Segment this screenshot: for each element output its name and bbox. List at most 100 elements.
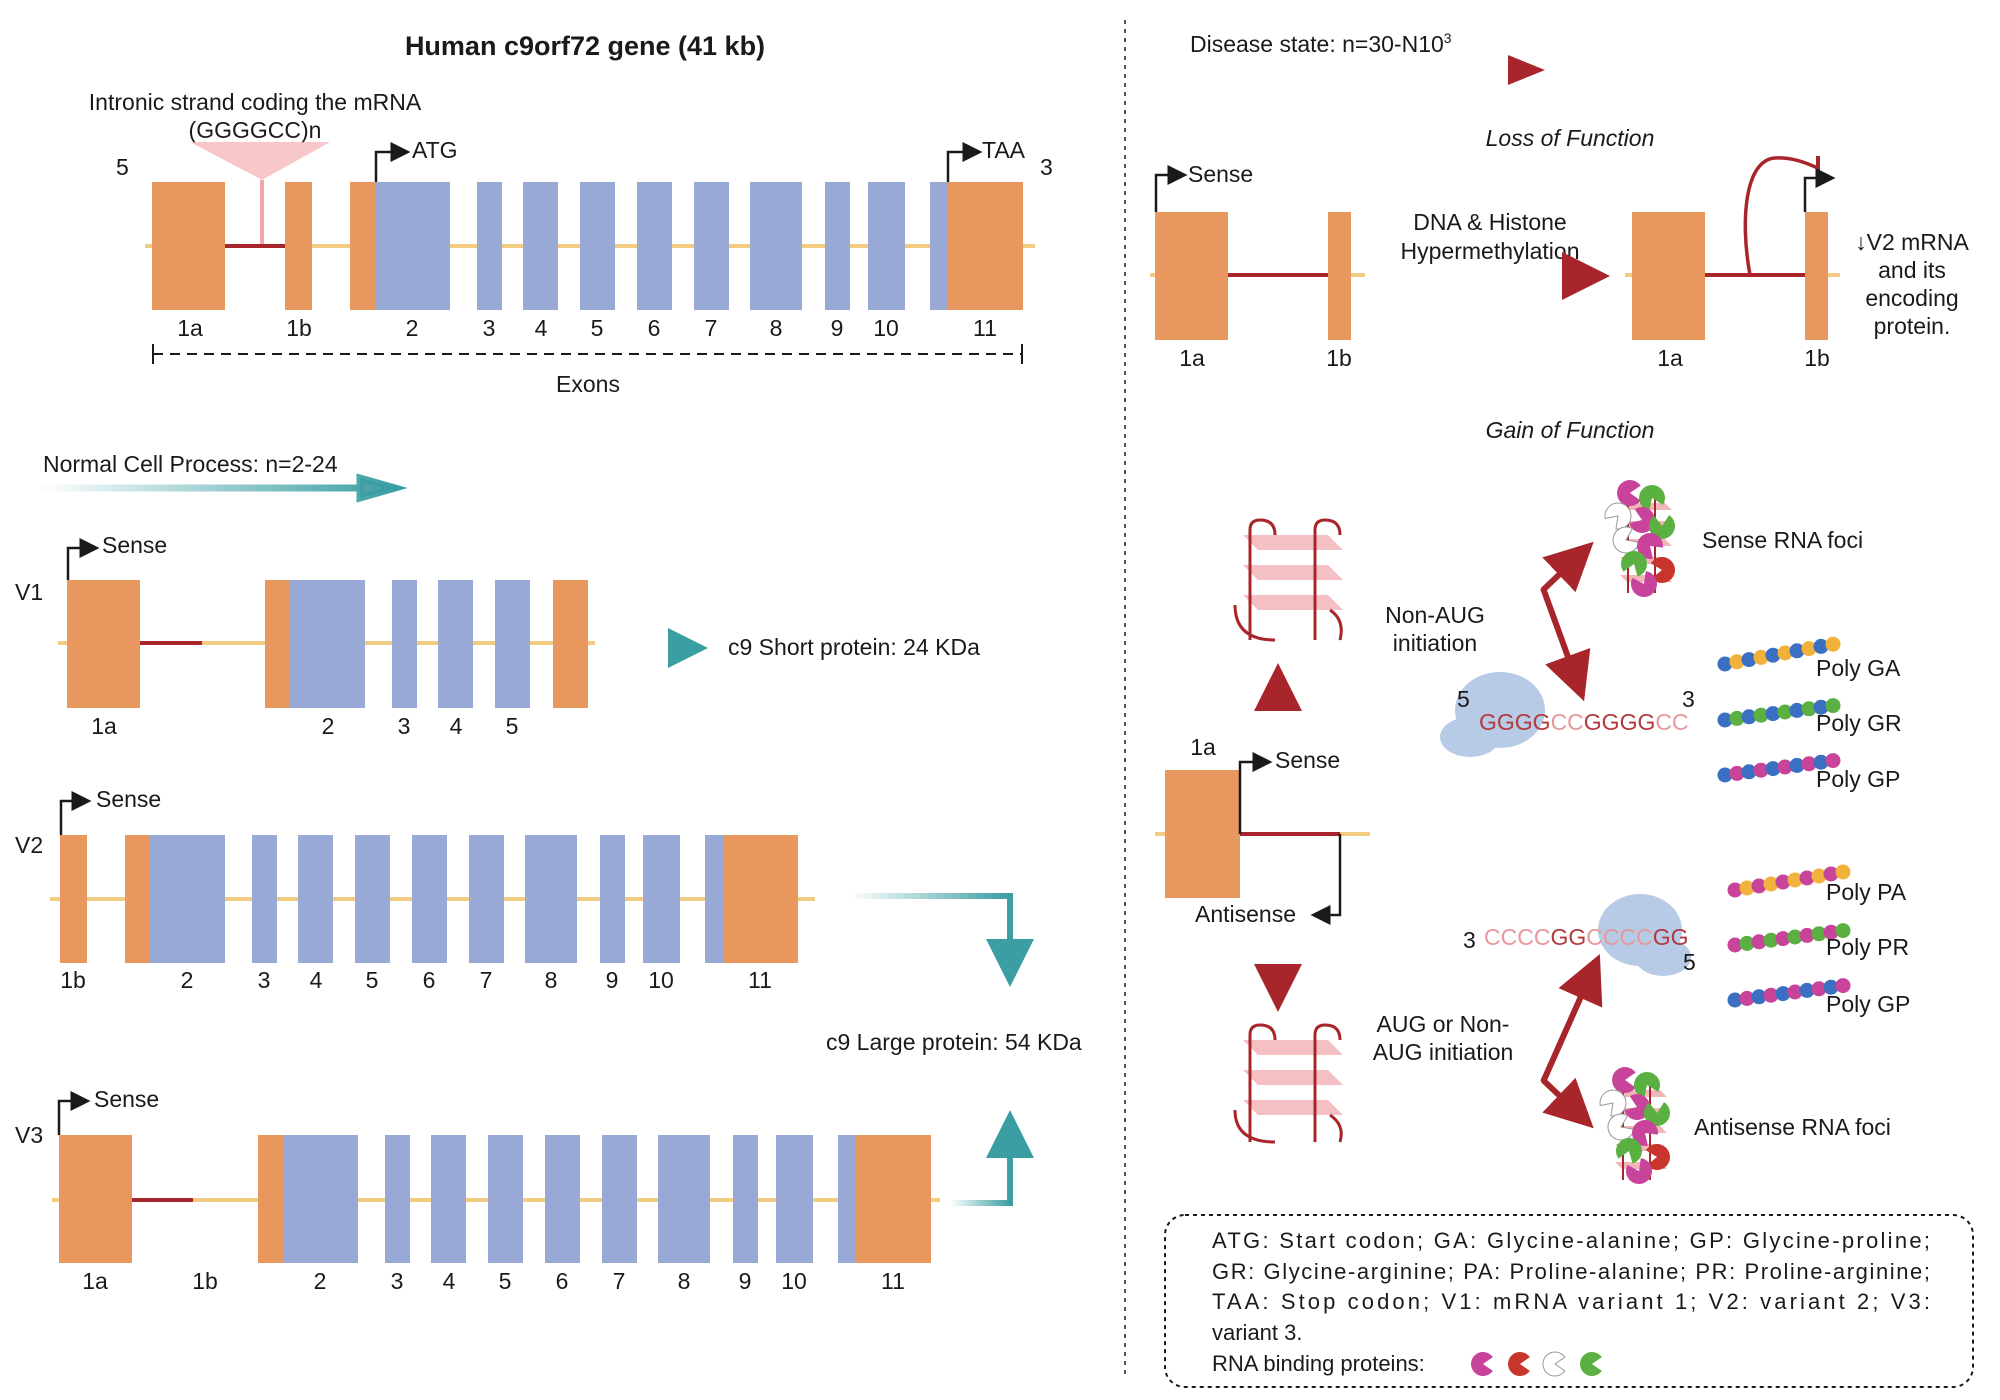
v2-product-arrow-icon <box>850 893 1034 987</box>
v2-sense-arrow-icon <box>59 791 92 835</box>
exon-number: 1a <box>91 713 117 739</box>
rna-binding-protein-icon <box>1542 1351 1566 1377</box>
loss-sense-label: Sense <box>1188 161 1253 187</box>
exon-11 <box>948 182 1023 310</box>
sense-rna-foci-icon <box>1604 480 1675 597</box>
exon-number: 8 <box>678 1268 691 1294</box>
exon-number: 2 <box>322 713 335 739</box>
exon-5 <box>580 182 615 310</box>
short-protein-label: c9 Short protein: 24 KDa <box>728 634 980 660</box>
rna-binding-protein-icon <box>1645 1144 1671 1171</box>
rna-binding-protein-icon <box>1626 1158 1653 1184</box>
loss-title: Loss of Function <box>1486 125 1655 151</box>
rna-binding-protein-icon <box>1508 1352 1530 1377</box>
loss-effect-line: encoding <box>1865 285 1958 311</box>
v3-exon-3 <box>385 1135 410 1263</box>
gene-title: Human c9orf72 gene (41 kb) <box>405 31 765 61</box>
dipeptide-chain-icon <box>1727 978 1851 1008</box>
v3-exon-1a <box>59 1135 132 1263</box>
non-aug-label-1: Non-AUG <box>1385 602 1485 628</box>
exon-number: 1a <box>1179 345 1205 371</box>
exon-number: 2 <box>314 1268 327 1294</box>
v3-sense-arrow-icon <box>57 1091 91 1135</box>
v1-exon-2-utr <box>265 580 290 708</box>
exon-number: 8 <box>545 967 558 993</box>
variant-v3: V3 Sense 1a 1b 2 3 4 5 6 7 8 <box>15 1086 1034 1294</box>
disease-state: Disease state: n=30-N103 Loss of Functio… <box>1150 30 1970 1184</box>
disease-heading: Disease state: n=30-N103 <box>1190 30 1452 57</box>
exon-number: 2 <box>181 967 194 993</box>
gene-exons <box>152 182 1023 310</box>
exon-number: 2 <box>406 315 419 341</box>
exon-2-utr <box>350 182 375 310</box>
v2-exon-7 <box>469 835 504 963</box>
v2-exon-1b <box>60 835 87 963</box>
v1-label: V1 <box>15 579 43 605</box>
v3-sense-label: Sense <box>94 1086 159 1112</box>
sense-three-prime: 3 <box>1682 686 1695 712</box>
v3-exon-6 <box>545 1135 580 1263</box>
rna-binding-protein-icon <box>1631 571 1658 597</box>
exon-number: 5 <box>366 967 379 993</box>
dipeptide-chain-icon <box>1717 698 1841 728</box>
v1-sense-arrow-icon <box>66 538 100 580</box>
v3-exon-5 <box>488 1135 523 1263</box>
rna-binding-protein-icon <box>1580 1352 1602 1377</box>
exon-7 <box>694 182 729 310</box>
rna-binding-protein-icon <box>1599 1089 1627 1117</box>
exon-number: 1a <box>82 1268 108 1294</box>
exon-number: 3 <box>483 315 496 341</box>
intronic-strand-label: Intronic strand coding the mRNA <box>89 89 422 115</box>
dipeptide-chain-icon <box>1727 864 1851 898</box>
exon-number: 1b <box>1804 345 1830 371</box>
gain-sense-arrow-icon <box>1238 752 1273 834</box>
gain-sense-label: Sense <box>1275 747 1340 773</box>
gain-antisense-label: Antisense <box>1195 901 1296 927</box>
exons-label: Exons <box>556 371 620 397</box>
aug-label-1: AUG or Non- <box>1377 1011 1510 1037</box>
start-codon-label: ATG <box>412 137 458 163</box>
rna-binding-protein-icon <box>1649 515 1675 539</box>
exon-number: 3 <box>398 713 411 739</box>
v3-exon-7 <box>602 1135 637 1263</box>
exon-1b <box>285 182 312 310</box>
antisense-foci-label: Antisense RNA foci <box>1694 1114 1891 1140</box>
gain-antisense-arrow-icon <box>1310 834 1342 925</box>
poly-label: Poly GP <box>1826 991 1910 1017</box>
variant-v1: V1 Sense 1a 2 3 4 5 c9 Short protein: 24… <box>15 532 980 739</box>
loss-of-function: Loss of Function Sense 1a 1b DNA & Histo… <box>1150 125 1970 371</box>
exon-number: 4 <box>535 315 548 341</box>
start-arrow-icon <box>374 142 411 182</box>
legend-line: ATG: Start codon; GA: Glycine-alanine; G… <box>1212 1228 1930 1253</box>
legend-line: GR: Glycine-arginine; PA: Proline-alanin… <box>1212 1259 1930 1284</box>
exon-number: 5 <box>506 713 519 739</box>
exon-number: 5 <box>591 315 604 341</box>
exon-number: 7 <box>613 1268 626 1294</box>
exon-number: 10 <box>873 315 899 341</box>
variant-v2: V2 Sense 1b 2 3 4 5 6 7 8 9 1 <box>15 786 1034 993</box>
rna-binding-protein-icon <box>1612 1067 1636 1094</box>
exon-8 <box>750 182 802 310</box>
exon-number: 7 <box>480 967 493 993</box>
rbp-label: RNA binding proteins: <box>1212 1351 1425 1376</box>
v3-exon-9 <box>733 1135 758 1263</box>
methylation-label-2: Hypermethylation <box>1401 238 1580 264</box>
gain-exon-1a <box>1165 770 1240 898</box>
rna-binding-protein-icons <box>1471 1351 1602 1377</box>
exon-number: 11 <box>748 967 772 993</box>
exon-4 <box>523 182 558 310</box>
exon-number: 6 <box>648 315 661 341</box>
gene-structure: Human c9orf72 gene (41 kb) Intronic stra… <box>89 31 1053 397</box>
antisense-hairpin-icon <box>1233 1023 1343 1144</box>
disease-arrow-icon <box>1508 55 1545 85</box>
legend-line: variant 3. <box>1212 1320 1303 1345</box>
v3-exon-2 <box>283 1135 358 1263</box>
sense-five-prime: 5 <box>1457 686 1470 712</box>
exon-number: 10 <box>781 1268 807 1294</box>
legend-line: TAA: Stop codon; V1: mRNA variant 1; V2:… <box>1212 1289 1930 1314</box>
exon-number: 5 <box>499 1268 512 1294</box>
antisense-foci-branch-icon <box>1540 1077 1594 1129</box>
rna-binding-protein-icon <box>1637 532 1663 559</box>
loss-exon-1b <box>1328 212 1351 340</box>
